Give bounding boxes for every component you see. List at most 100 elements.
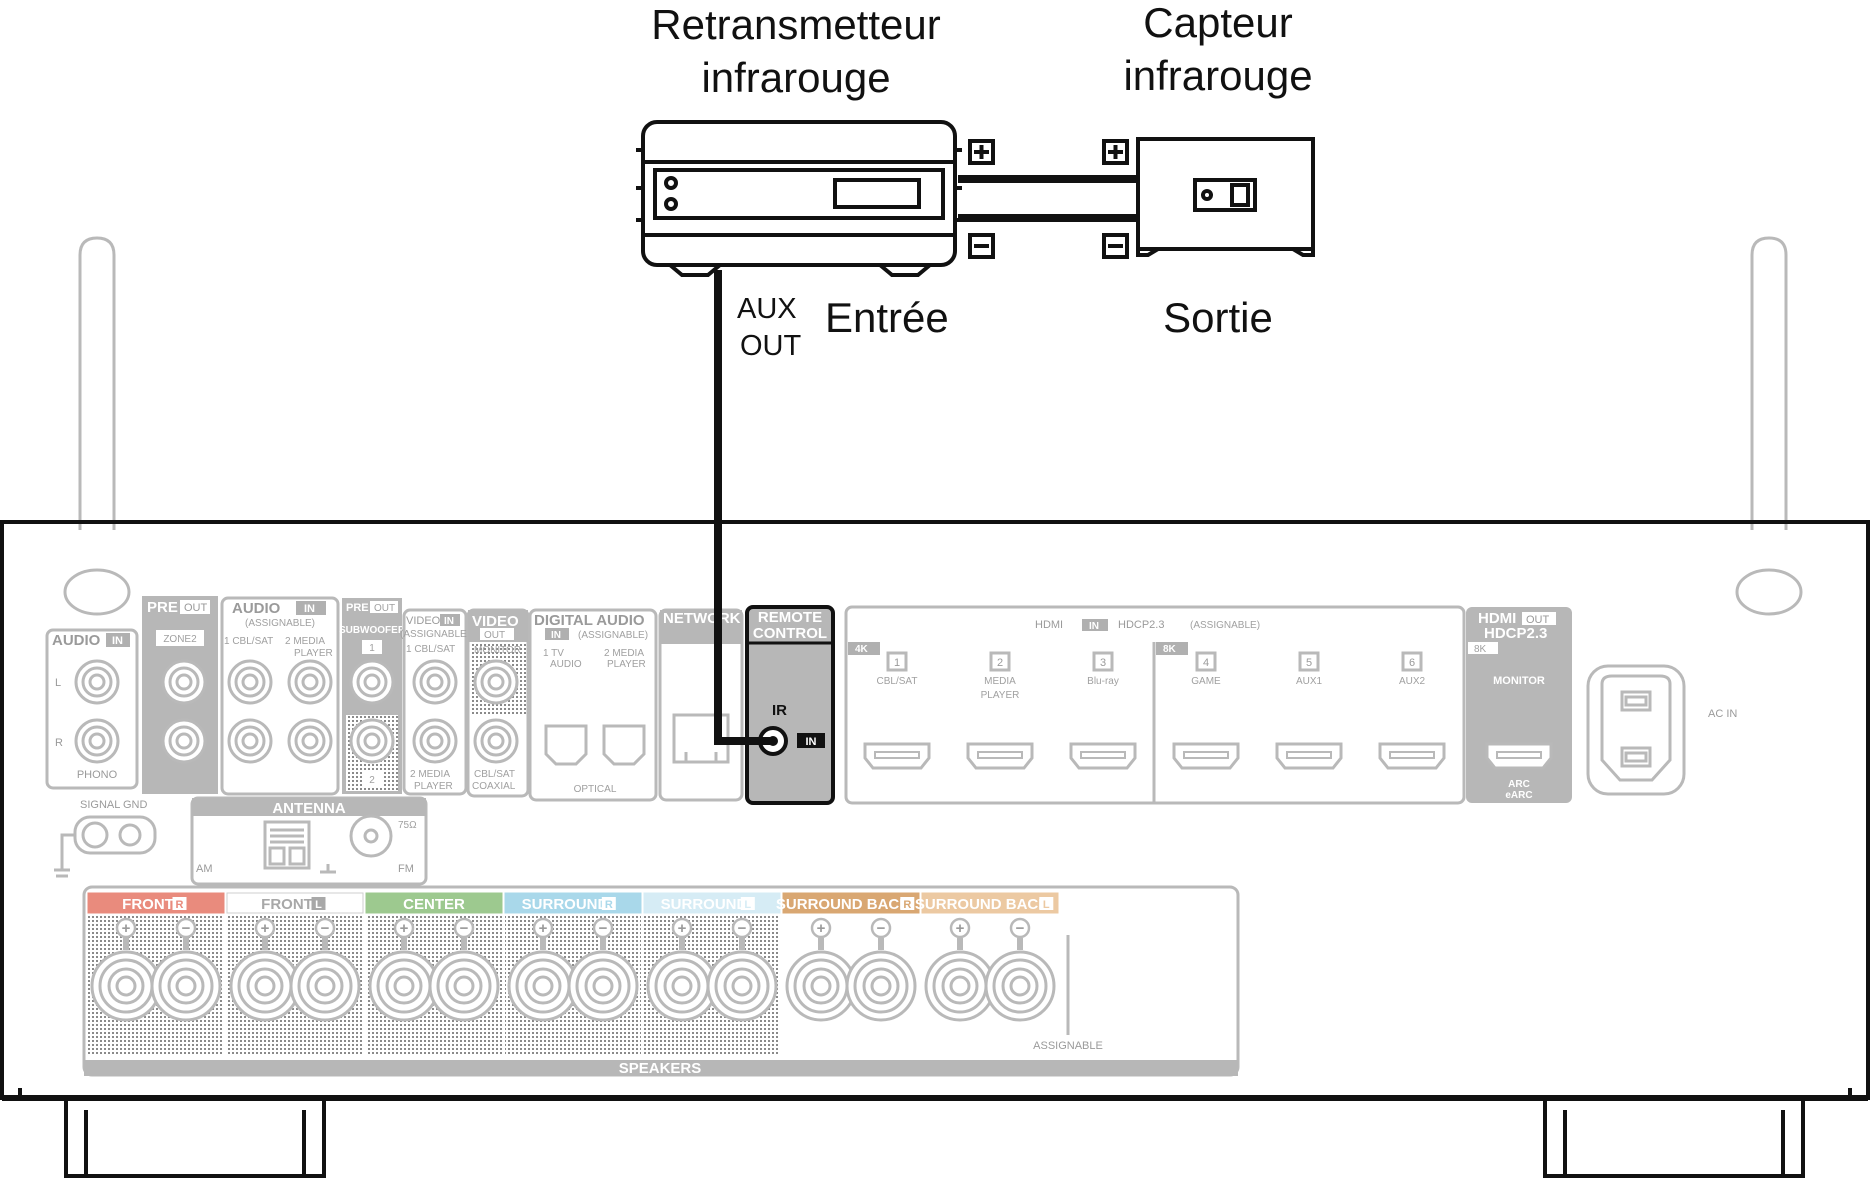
video-in-2-jack[interactable] xyxy=(412,718,458,764)
hdmi-in-3-port[interactable] xyxy=(1069,742,1137,770)
svg-text:VIDEO: VIDEO xyxy=(472,613,519,630)
svg-text:IN: IN xyxy=(551,630,561,641)
audio-in-phono-section: AUDIO IN L R PHONO xyxy=(45,628,139,790)
phono-r-jack[interactable] xyxy=(74,718,120,764)
hdmi-in-1-port[interactable] xyxy=(863,742,931,770)
speaker-side-badge: R xyxy=(176,899,184,911)
svg-text:PRE: PRE xyxy=(147,599,178,616)
svg-text:SPEAKERS: SPEAKERS xyxy=(619,1060,702,1077)
speaker-negative-terminal[interactable] xyxy=(428,950,500,1022)
speaker-group-label: CENTER xyxy=(403,896,465,913)
hdmi-out-monitor-port[interactable] xyxy=(1485,742,1553,770)
svg-text:PHONO: PHONO xyxy=(77,769,118,781)
speaker-group-label: SURROUND BACK xyxy=(776,896,910,913)
svg-text:R: R xyxy=(55,737,63,749)
polarity-symbol: + xyxy=(678,920,687,937)
svg-text:Blu-ray: Blu-ray xyxy=(1087,676,1119,687)
audio-in-1-r-jack[interactable] xyxy=(227,718,273,764)
phono-l-jack[interactable] xyxy=(74,659,120,705)
hdmi-in-4-port[interactable] xyxy=(1172,742,1240,770)
speaker-negative-terminal[interactable] xyxy=(150,950,222,1022)
speaker-side-badge: L xyxy=(1043,899,1050,911)
speaker-positive-terminal[interactable] xyxy=(785,950,857,1022)
speaker-positive-terminal[interactable] xyxy=(507,950,579,1022)
signal-gnd: SIGNAL GND xyxy=(54,799,157,878)
zone2-l-jack[interactable] xyxy=(161,659,207,705)
audio-in-2-r-jack[interactable] xyxy=(287,718,333,764)
svg-text:COAXIAL: COAXIAL xyxy=(472,781,516,792)
speaker-negative-terminal[interactable] xyxy=(567,950,639,1022)
remote-control-title-2: CONTROL xyxy=(753,625,827,642)
svg-text:eARC: eARC xyxy=(1505,790,1532,801)
hdmi-in-5-port[interactable] xyxy=(1275,742,1343,770)
svg-text:1: 1 xyxy=(369,643,375,654)
sensor-title-1: Capteur xyxy=(1143,0,1292,46)
svg-text:SUBWOOFER: SUBWOOFER xyxy=(339,625,406,636)
svg-text:4: 4 xyxy=(1203,657,1209,669)
aux-label-1: AUX xyxy=(737,293,797,325)
speaker-positive-terminal[interactable] xyxy=(646,950,718,1022)
svg-text:ASSIGNABLE: ASSIGNABLE xyxy=(1033,1040,1103,1052)
hdmi-in-2-port[interactable] xyxy=(966,742,1034,770)
speaker-positive-terminal[interactable] xyxy=(368,950,440,1022)
speaker-group-label: SURROUND BACK xyxy=(915,896,1049,913)
repeater-title-2: infrarouge xyxy=(701,54,890,101)
speaker-negative-terminal[interactable] xyxy=(845,950,917,1022)
svg-text:(ASSIGNABLE): (ASSIGNABLE) xyxy=(578,630,648,641)
svg-text:AUX2: AUX2 xyxy=(1399,676,1426,687)
zone2-r-jack[interactable] xyxy=(161,718,207,764)
svg-text:AUDIO: AUDIO xyxy=(232,600,281,617)
svg-text:SIGNAL GND: SIGNAL GND xyxy=(80,799,147,811)
polarity-symbol: − xyxy=(877,920,886,937)
svg-text:VIDEO: VIDEO xyxy=(406,615,441,627)
polarity-symbol: + xyxy=(261,920,270,937)
svg-text:MONITOR: MONITOR xyxy=(474,645,521,656)
speaker-side-badge: R xyxy=(903,899,911,911)
speaker-negative-terminal[interactable] xyxy=(289,950,361,1022)
polarity-symbol: − xyxy=(1016,920,1025,937)
video-out-monitor-jack[interactable] xyxy=(473,659,519,705)
svg-text:OUT: OUT xyxy=(374,603,395,614)
video-in-1-jack[interactable] xyxy=(412,659,458,705)
svg-text:CBL/SAT: CBL/SAT xyxy=(474,769,515,780)
audio-in-2-l-jack[interactable] xyxy=(287,659,333,705)
svg-text:2: 2 xyxy=(997,657,1003,669)
speaker-positive-terminal[interactable] xyxy=(90,950,162,1022)
svg-text:(ASSIGNABLE): (ASSIGNABLE) xyxy=(400,629,470,640)
svg-text:2 MEDIA: 2 MEDIA xyxy=(285,636,325,647)
speaker-negative-terminal[interactable] xyxy=(706,950,778,1022)
repeater-title-1: Retransmetteur xyxy=(651,1,940,48)
remote-control-title-1: REMOTE xyxy=(758,609,822,626)
receiver-body xyxy=(0,236,1870,1178)
speaker-group-label: FRONT xyxy=(261,896,313,913)
svg-text:IN: IN xyxy=(1089,621,1099,632)
minus-icon xyxy=(592,917,614,939)
digital-coaxial-jack[interactable] xyxy=(473,718,519,764)
optical-2-port[interactable] xyxy=(602,724,646,766)
subwoofer-1-jack[interactable] xyxy=(349,659,395,705)
plus-icon xyxy=(115,917,137,939)
svg-text:3: 3 xyxy=(1100,657,1106,669)
remote-control-section: REMOTE CONTROL IR IN xyxy=(745,605,835,805)
ac-in-label: AC IN xyxy=(1708,708,1737,720)
video-in-section: VIDEO IN (ASSIGNABLE) 1 CBL/SAT 2 MEDIA … xyxy=(400,608,470,796)
svg-text:2 MEDIA: 2 MEDIA xyxy=(604,648,644,659)
polarity-symbol: + xyxy=(400,920,409,937)
hdmi-in-6-port[interactable] xyxy=(1378,742,1446,770)
speaker-group-label: SURROUND xyxy=(522,896,609,913)
svg-text:PLAYER: PLAYER xyxy=(414,781,453,792)
speaker-positive-terminal[interactable] xyxy=(924,950,996,1022)
optical-1-port[interactable] xyxy=(544,724,588,766)
subwoofer-2-jack[interactable] xyxy=(349,718,395,764)
audio-in-1-l-jack[interactable] xyxy=(227,659,273,705)
speaker-negative-terminal[interactable] xyxy=(984,950,1056,1022)
svg-text:AUDIO: AUDIO xyxy=(52,632,101,649)
pre-out-zone2-section: PRE OUT ZONE2 xyxy=(142,596,218,794)
minus-icon xyxy=(968,233,995,259)
svg-text:HDMI: HDMI xyxy=(1035,619,1063,631)
speaker-positive-terminal[interactable] xyxy=(229,950,301,1022)
svg-text:AUX1: AUX1 xyxy=(1296,676,1323,687)
